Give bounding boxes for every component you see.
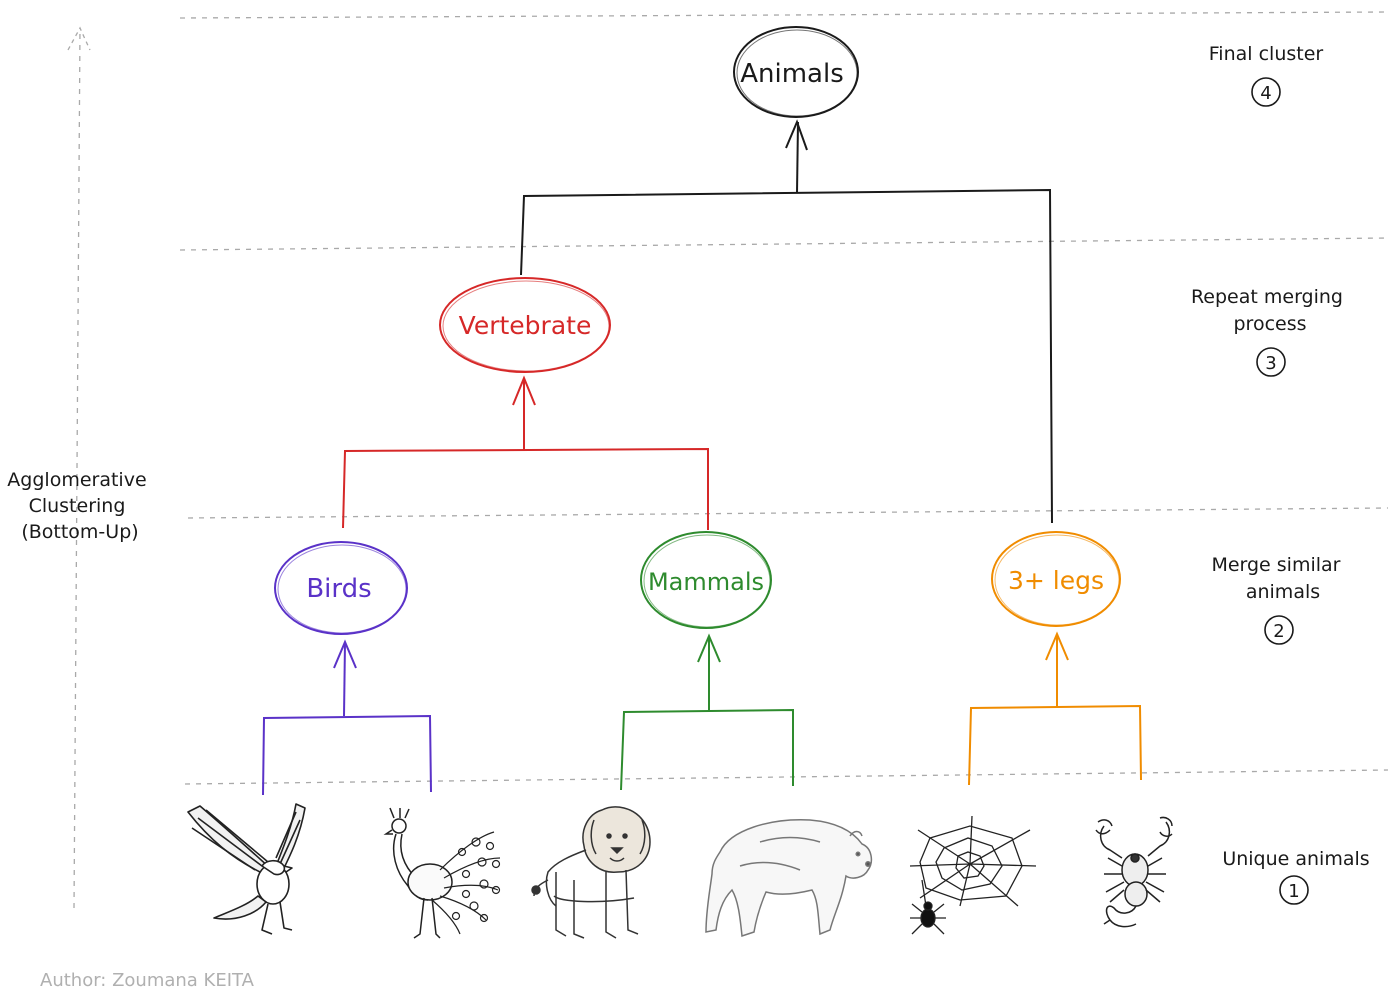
- step-merge: Merge similar animals 2: [1211, 554, 1346, 645]
- step-merge-line-1: Merge similar: [1211, 554, 1340, 576]
- step-final: Final cluster 4: [1209, 43, 1324, 107]
- side-label-line-1: Agglomerative: [7, 469, 146, 491]
- step-merge-text: Merge similar animals: [1211, 554, 1346, 603]
- animals-label: Animals: [740, 59, 844, 89]
- step-repeat-text: Repeat merging process: [1191, 286, 1349, 335]
- side-label: Agglomerative Clustering (Bottom-Up): [7, 469, 152, 543]
- legs-connector: [968, 631, 1142, 786]
- birds-connector: [262, 639, 432, 796]
- step-repeat-line-1: Repeat merging: [1191, 286, 1343, 308]
- eagle-icon: [187, 803, 306, 935]
- step-repeat-line-2: process: [1233, 313, 1306, 335]
- lion-icon: [531, 806, 651, 939]
- step-unique: Unique animals 1: [1222, 848, 1370, 905]
- side-label-line-2: Clustering: [29, 495, 126, 517]
- side-label-line-3: (Bottom-Up): [21, 521, 138, 543]
- legs-node: 3+ legs: [991, 531, 1121, 627]
- bear-icon: [705, 819, 873, 938]
- author-credit: Author: Zoumana KEITA: [40, 970, 255, 991]
- bottom-up-arrow: [67, 26, 91, 909]
- divider-top: [179, 11, 1389, 19]
- mammals-label: Mammals: [648, 568, 764, 596]
- step-repeat-number: 3: [1265, 353, 1276, 374]
- vertebrate-connector: [342, 375, 709, 530]
- step-repeat: Repeat merging process 3: [1191, 286, 1349, 377]
- step-unique-text: Unique animals: [1222, 848, 1369, 870]
- step-final-text: Final cluster: [1209, 43, 1324, 65]
- mammals-connector: [620, 633, 794, 791]
- divider-4: [184, 769, 1389, 785]
- animals-node: Animals: [733, 26, 859, 118]
- mammals-node: Mammals: [640, 531, 772, 629]
- vertebrate-label: Vertebrate: [459, 311, 592, 340]
- level-dividers: [179, 11, 1389, 785]
- divider-3: [187, 507, 1389, 519]
- scorpion-icon: [1095, 816, 1173, 928]
- step-merge-line-2: animals: [1246, 581, 1320, 603]
- animals-connector: [520, 119, 1053, 524]
- legs-label: 3+ legs: [1008, 566, 1104, 595]
- peacock-icon: [383, 807, 501, 939]
- birds-node: Birds: [274, 541, 408, 635]
- step-merge-number: 2: [1273, 621, 1284, 642]
- divider-2: [179, 237, 1389, 251]
- vertebrate-node: Vertebrate: [439, 277, 611, 373]
- step-unique-number: 1: [1288, 881, 1299, 902]
- spider-web-icon: [909, 815, 1037, 935]
- birds-label: Birds: [306, 574, 371, 604]
- step-final-number: 4: [1260, 83, 1271, 104]
